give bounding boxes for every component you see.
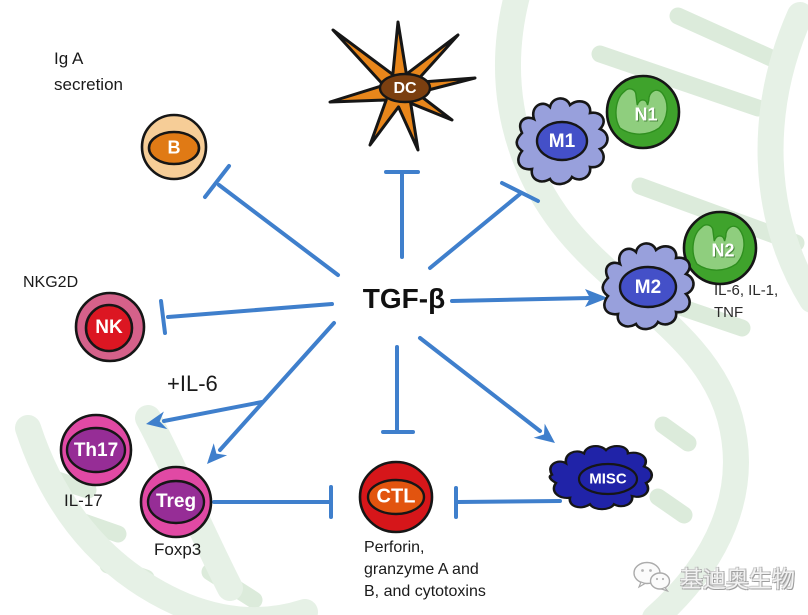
plus-il6-edge-label: +IL-6 xyxy=(167,371,218,396)
ctl-cell-label: CTL xyxy=(376,485,416,508)
edge-tgfb-m1-inhibit xyxy=(428,181,540,270)
treg-cell-label: Treg xyxy=(155,491,197,512)
iga-line1: Ig A xyxy=(54,49,84,68)
edge-tgfb-b-inhibit xyxy=(203,164,340,277)
m2-cell-label: M2 xyxy=(634,277,662,298)
wechat-icon xyxy=(633,561,671,593)
iga-secretion-annotation: Ig A secretion xyxy=(54,46,123,99)
cell-m1 xyxy=(515,97,609,186)
cell-n2 xyxy=(682,210,758,286)
th17-cell-label: Th17 xyxy=(73,440,119,461)
edge-tgfb-ctl-inhibit xyxy=(381,345,415,434)
edges xyxy=(146,164,608,519)
cell-b xyxy=(140,113,208,181)
m2-cytokines-line2: TNF xyxy=(714,303,744,321)
tgfb-center-label: TGF-β xyxy=(362,283,446,314)
cell-misc xyxy=(548,445,654,511)
m1-cell-label: M1 xyxy=(548,131,576,152)
cell-n1 xyxy=(605,74,681,150)
cell-treg xyxy=(139,465,213,539)
cell-ctl xyxy=(358,460,434,534)
edge-tgfb-th17-activate xyxy=(146,400,264,430)
b-cell-label: B xyxy=(167,137,181,158)
edge-tgfb-nk-inhibit xyxy=(159,299,334,335)
m2-cytokines-annotation: IL-6, IL-1, TNF xyxy=(714,280,778,324)
m2-cytokines-line1: IL-6, IL-1, xyxy=(714,282,779,299)
edge-tgfb-dc-inhibit xyxy=(384,170,420,259)
cell-m2 xyxy=(601,242,695,331)
n2-cell-label: N2 xyxy=(711,240,735,261)
ctl-effectors-annotation: Perforin, granzyme A and B, and cytotoxi… xyxy=(364,537,486,603)
edge-treg-ctl-inhibit xyxy=(212,485,333,519)
iga-line2: secretion xyxy=(54,75,123,95)
misc-cell-label: MISC xyxy=(589,470,627,488)
il17-annotation: IL-17 xyxy=(64,491,103,510)
cell-dc xyxy=(328,20,477,152)
foxp3-annotation: Foxp3 xyxy=(154,540,202,559)
cell-nk xyxy=(74,291,146,363)
nk-cell-label: NK xyxy=(95,317,123,338)
nkg2d-annotation: NKG2D xyxy=(23,274,79,291)
ctl-effectors-line2: granzyme A and xyxy=(364,561,479,579)
cell-th17 xyxy=(59,413,133,487)
edge-misc-ctl-inhibit xyxy=(454,486,562,519)
edge-tgfb-m2-activate xyxy=(450,289,608,307)
ctl-effectors-line3: B, and cytotoxins xyxy=(364,583,486,601)
brand-name-text: 基迪奥生物 xyxy=(680,567,795,593)
n1-cell-label: N1 xyxy=(634,104,658,125)
edge-tgfb-misc-activate xyxy=(418,336,555,443)
dc-cell-label: DC xyxy=(393,80,417,97)
edge-tgfb-treg-activate xyxy=(207,321,336,464)
ctl-effectors-line1: Perforin, xyxy=(364,539,425,556)
brand-watermark: 基迪奥生物 xyxy=(632,560,795,594)
